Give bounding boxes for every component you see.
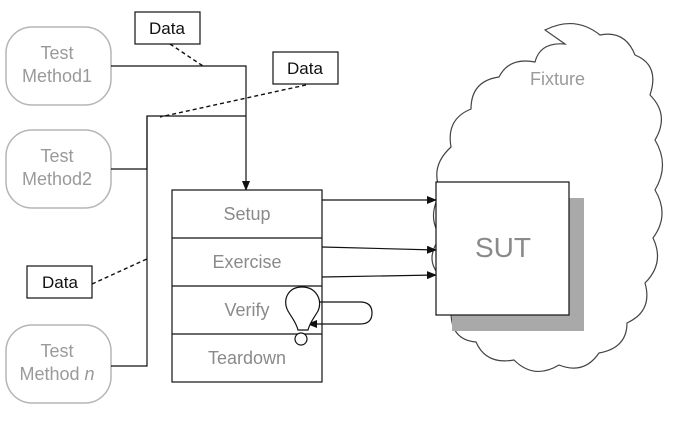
phase-setup: Setup xyxy=(223,204,270,224)
sut-label: SUT xyxy=(475,232,531,263)
data-box-1: Data xyxy=(134,11,201,45)
test-method-n: Test Method n xyxy=(5,324,112,404)
data-box-3: Data xyxy=(26,265,93,299)
sut-box xyxy=(435,181,570,316)
test-method-n-line1: Test xyxy=(40,341,73,361)
data-box-2-label: Data xyxy=(287,59,323,78)
test-method-1: Test Method1 xyxy=(5,26,112,106)
phase-exercise: Exercise xyxy=(212,252,281,272)
phase-teardown: Teardown xyxy=(208,348,286,368)
phase-to-sut-arrows xyxy=(321,196,437,280)
test-method-2-line1: Test xyxy=(40,146,73,166)
test-method-1-line1: Test xyxy=(40,43,73,63)
svg-text:Method n: Method n xyxy=(19,364,94,384)
method-connectors xyxy=(111,65,250,367)
data-dashed-lines xyxy=(91,43,307,285)
test-method-n-line2: Method xyxy=(19,364,84,384)
test-method-2: Test Method2 xyxy=(5,129,112,209)
data-box-3-label: Data xyxy=(42,273,78,292)
data-box-1-label: Data xyxy=(149,19,185,38)
phase-stack: Setup Exercise Verify Teardown xyxy=(171,189,323,383)
lightbulb-icon xyxy=(285,286,321,346)
test-method-n-italic: n xyxy=(85,364,95,384)
test-method-2-line2: Method2 xyxy=(22,169,92,189)
test-method-1-line2: Method1 xyxy=(22,66,92,86)
phase-verify: Verify xyxy=(224,300,269,320)
verify-loop-arrow xyxy=(307,301,373,328)
data-box-2: Data xyxy=(272,51,339,85)
fixture-label: Fixture xyxy=(530,69,585,89)
